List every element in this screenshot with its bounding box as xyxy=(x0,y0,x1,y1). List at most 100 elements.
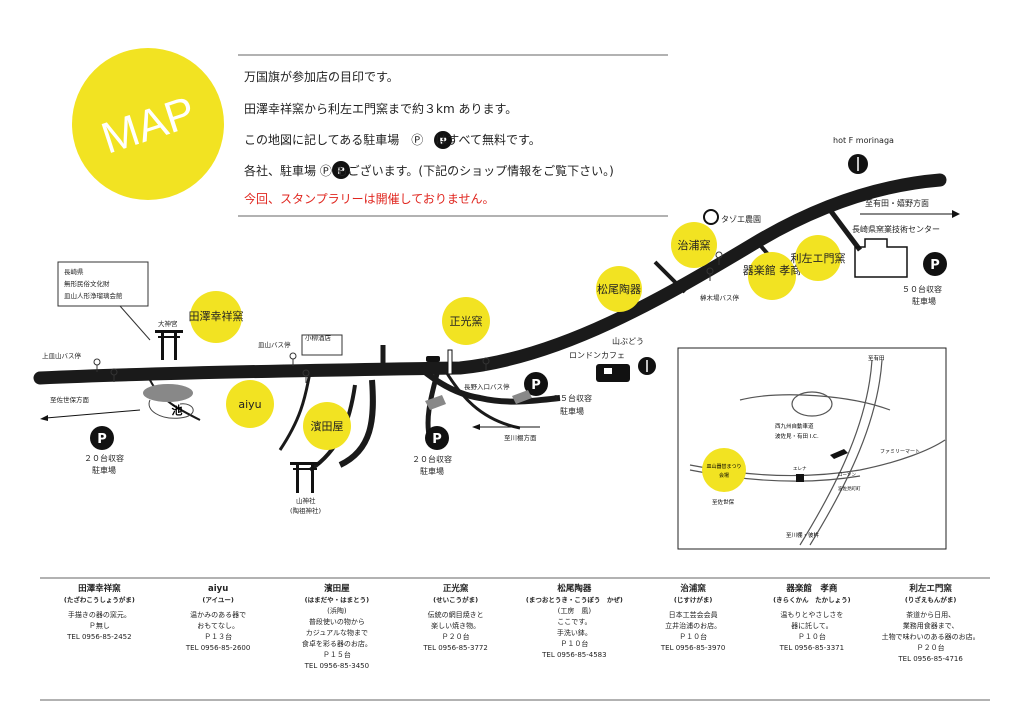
label-yamabudou: 山ぶどう xyxy=(612,336,644,346)
label-ohkami: 大神宮 xyxy=(158,319,178,328)
torii-icon xyxy=(293,468,317,470)
shop-circle-tazawa xyxy=(190,291,242,343)
farm-icon xyxy=(703,209,719,225)
shop-tel: TEL 0956-85-2452 xyxy=(67,633,132,641)
parking-icon: P xyxy=(337,166,344,177)
shop-reading: (じすけがま) xyxy=(673,596,713,604)
torii-icon xyxy=(155,330,183,333)
label-p20-center-lot: 駐車場 xyxy=(420,466,444,476)
torii-icon xyxy=(158,336,180,338)
parking-icon: P xyxy=(923,252,947,276)
inset-road xyxy=(809,359,883,546)
traffic-signal-icon xyxy=(426,356,440,362)
label-to-kawatana: 至川棚方面 xyxy=(504,433,537,442)
label-to-sasebo: 至佐世保方面 xyxy=(50,395,90,404)
torii-icon xyxy=(311,465,314,493)
inset-venue-label: 皿山器替まつり xyxy=(706,463,741,470)
shop-circle-jisuke xyxy=(671,222,717,268)
torii-icon xyxy=(174,333,177,360)
inset-building-icon xyxy=(796,474,804,482)
label-p20-center: ２０台収容 xyxy=(412,454,452,464)
crosswalk-icon xyxy=(447,349,453,375)
cafe-icon xyxy=(596,364,630,382)
inset-expressway xyxy=(739,394,891,411)
parking-lot xyxy=(512,390,532,404)
shop-circle-label: 田澤幸祥窯 xyxy=(189,309,244,323)
shop-name: aiyu xyxy=(208,584,229,594)
shop-reading: (たざわこうしょうがま) xyxy=(63,596,135,604)
parking-icon: P xyxy=(425,426,449,450)
shop-name: 松尾陶器 xyxy=(557,584,592,594)
label-kami-sarayama-bus: 上皿山バス停 xyxy=(42,351,82,360)
shop-line: Ｐ１０台 xyxy=(560,640,589,648)
shop-line: 伝統の網目焼きと xyxy=(427,611,484,619)
road-hamadaya xyxy=(338,379,376,468)
parking-lot xyxy=(425,395,446,410)
road-jisuke xyxy=(653,260,687,294)
parking-icon: P xyxy=(432,432,442,447)
label-p15-lot: 駐車場 xyxy=(560,406,584,416)
shop-line: Ｐ無し xyxy=(88,622,110,630)
shop-card: aiyu (アイユー) 温かみのある器で おもてなし。 Ｐ１３台 TEL 095… xyxy=(159,584,278,694)
label-p50: ５０台収容 xyxy=(902,284,942,294)
shop-line: 食卓を彩る器のお店。 xyxy=(301,640,372,648)
shop-line: 楽しい焼き物。 xyxy=(431,622,481,630)
shop-tel: TEL 0956-85-3772 xyxy=(423,644,488,652)
parking-icon xyxy=(434,131,452,149)
shop-line: Ｐ１５台 xyxy=(322,651,351,659)
inset-elena: エレナ xyxy=(793,466,807,472)
shop-line: Ｐ２０台 xyxy=(916,644,945,652)
label-koyanagi: 小柳酒店 xyxy=(305,333,332,342)
shop-tel: TEL 0956-85-3450 xyxy=(304,662,370,670)
shop-card: 濱田屋 (はまだや・はまとう) (浜陶) 普段使いの物から カジュアルな物まで … xyxy=(278,584,397,694)
restaurant-icon xyxy=(638,357,656,375)
intro-line: 田澤幸祥窯から利左エ門窯まで約３km あります。 xyxy=(244,102,518,116)
label-tazoe: タゾエ農園 xyxy=(721,214,761,224)
shop-line: 普段使いの物から xyxy=(308,618,365,626)
label-museum: 長崎県 xyxy=(64,267,84,276)
intro-line: この地図に記してある駐車場 Ⓟ はすべて無料です。 xyxy=(244,133,541,147)
parking-icon: P xyxy=(90,426,114,450)
label-london: ロンドンカフェ xyxy=(569,351,625,360)
label-yamagami-sub: (陶祖神社) xyxy=(290,506,321,515)
shop-line: 業務用食器まで、 xyxy=(902,622,959,630)
torii-icon xyxy=(290,462,320,465)
label-nagano-bus: 長野入口バス停 xyxy=(464,382,510,391)
shop-line: Ｐ１０台 xyxy=(679,633,708,641)
label-kamikiba-bus: 榊木場バス停 xyxy=(700,293,740,302)
shop-circle-label: 器楽館 孝商 xyxy=(743,263,802,277)
shop-line: 器に託して。 xyxy=(791,622,833,630)
label-p20-left: ２０台収容 xyxy=(84,453,124,463)
shop-line: 温もりとやさしさを xyxy=(780,611,844,619)
shop-circle-label: 松尾陶器 xyxy=(597,282,641,296)
shop-line: ここです。 xyxy=(557,618,592,626)
building-icon xyxy=(57,261,149,307)
shop-tel: TEL 0956-85-2600 xyxy=(185,644,251,652)
shop-tel: TEL 0956-85-4583 xyxy=(542,651,607,659)
pond xyxy=(143,384,193,402)
shop-circle-label: 正光窯 xyxy=(450,314,483,328)
bus-stop-icon xyxy=(93,358,101,366)
shop-reading: (りざえもんがま) xyxy=(904,596,957,604)
shop-name: 器楽館 孝商 xyxy=(786,584,838,594)
shop-tel: TEL 0956-85-4716 xyxy=(898,655,963,663)
shop-reading: (まつおとうき・こうぼう かぜ) xyxy=(525,596,623,604)
road-to-kawatana xyxy=(443,369,521,430)
label-museum: 無形民俗文化財 xyxy=(64,279,110,288)
label-p15: １５台収容 xyxy=(552,393,592,403)
inset-venue-label: 会場 xyxy=(719,472,729,479)
intro-notice: 今回、スタンプラリーは開催しておりません。 xyxy=(244,192,495,206)
parking-icon: P xyxy=(97,432,107,447)
car-icon xyxy=(830,449,848,459)
torii-icon xyxy=(155,330,183,360)
direction-arrow xyxy=(45,409,141,419)
inset-expressway-label: 西九州自動車道 xyxy=(775,422,814,430)
cafe-icon xyxy=(604,368,612,374)
shop-reading: (きらくかん たかしょう) xyxy=(773,596,851,604)
road-pond xyxy=(149,379,201,421)
shop-line: Ｐ１０台 xyxy=(797,633,826,641)
inset-family-mart: ファミリーマート xyxy=(880,449,920,455)
parking-icon: P xyxy=(531,378,541,393)
